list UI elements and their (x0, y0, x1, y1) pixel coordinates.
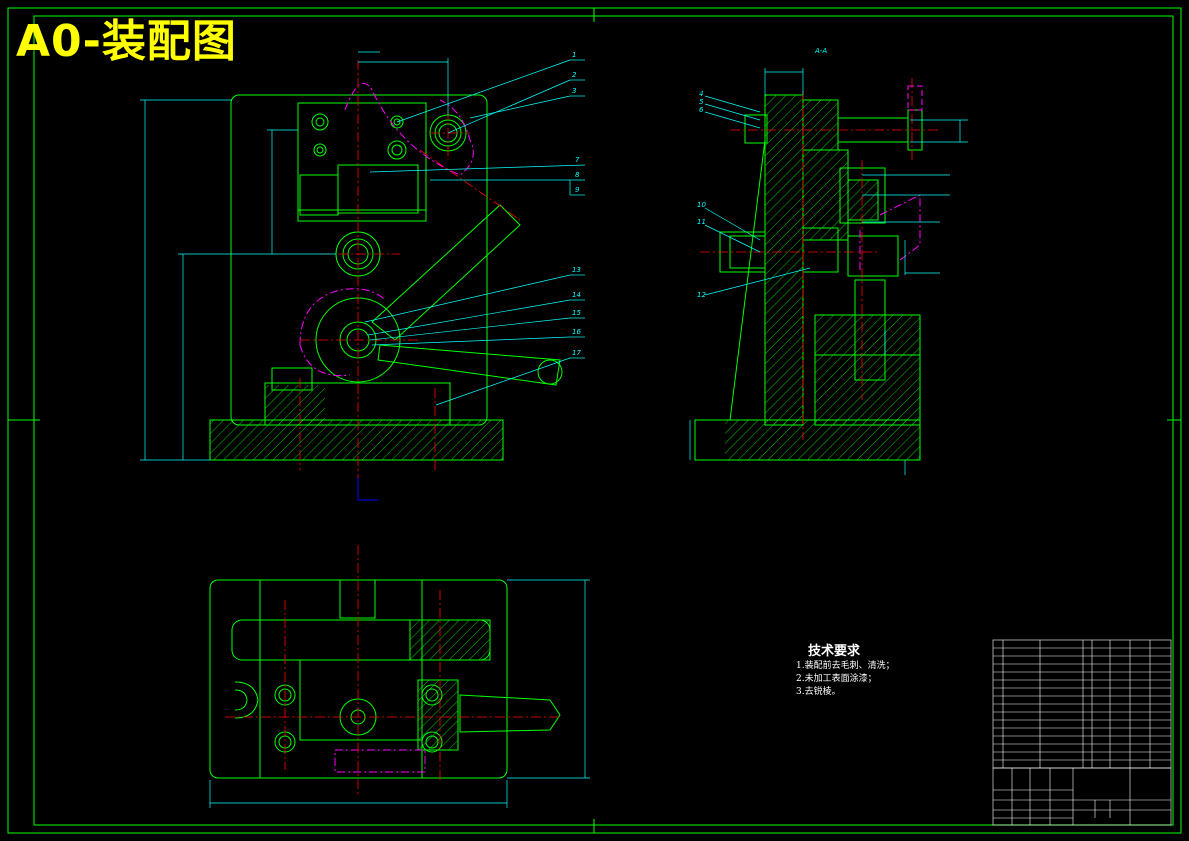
balloon-4: 4 (699, 90, 703, 98)
front-balloons: 1 2 3 7 8 9 13 14 15 16 17 (572, 51, 581, 357)
front-leaders (364, 59, 586, 406)
balloon-10: 10 (697, 201, 706, 209)
balloon-8: 8 (575, 171, 580, 179)
balloon-3: 3 (572, 87, 576, 95)
drawing-title: A0-装配图 (16, 16, 237, 67)
balloon-2: 2 (572, 71, 577, 79)
balloon-9: 9 (575, 186, 580, 194)
balloon-17: 17 (572, 349, 581, 357)
inner-border (33, 15, 1174, 826)
balloon-15: 15 (572, 309, 581, 317)
balloon-6: 6 (699, 106, 704, 114)
top-centerlines (225, 545, 560, 795)
balloon-16: 16 (572, 328, 581, 336)
top-dimensions (209, 579, 590, 808)
side-leaders (704, 95, 811, 296)
front-view (209, 94, 563, 461)
balloon-14: 14 (572, 291, 581, 299)
balloon-11: 11 (697, 218, 706, 226)
parts-list (992, 639, 1172, 769)
balloon-1: 1 (572, 51, 576, 59)
tech-requirements-heading: 技术要求 (808, 644, 861, 659)
side-view (694, 85, 923, 461)
front-view-marker (357, 478, 378, 501)
tech-requirements-list: 1.装配前去毛刺、清洗； 2.未加工表面涂漆； 3.去锐棱。 (796, 660, 895, 699)
title-block (992, 767, 1172, 826)
section-label: A-A (814, 47, 827, 55)
top-phantom (334, 749, 426, 773)
side-dimensions (689, 68, 968, 475)
tech-requirement-item: 2.未加工表面涂漆； (796, 674, 877, 684)
front-phantom (299, 82, 474, 377)
outer-border (7, 7, 1182, 834)
side-phantom (859, 194, 921, 270)
balloon-5: 5 (699, 98, 704, 106)
balloon-13: 13 (572, 266, 581, 274)
front-dimensions (140, 51, 449, 461)
top-view (209, 579, 561, 779)
side-balloons: 4 5 6 10 11 12 (697, 90, 706, 299)
balloon-12: 12 (697, 291, 706, 299)
balloon-7: 7 (575, 156, 580, 164)
tech-requirement-item: 1.装配前去毛刺、清洗； (796, 661, 895, 671)
tech-requirement-item: 3.去锐棱。 (796, 687, 841, 697)
centering-marks (8, 8, 1181, 833)
